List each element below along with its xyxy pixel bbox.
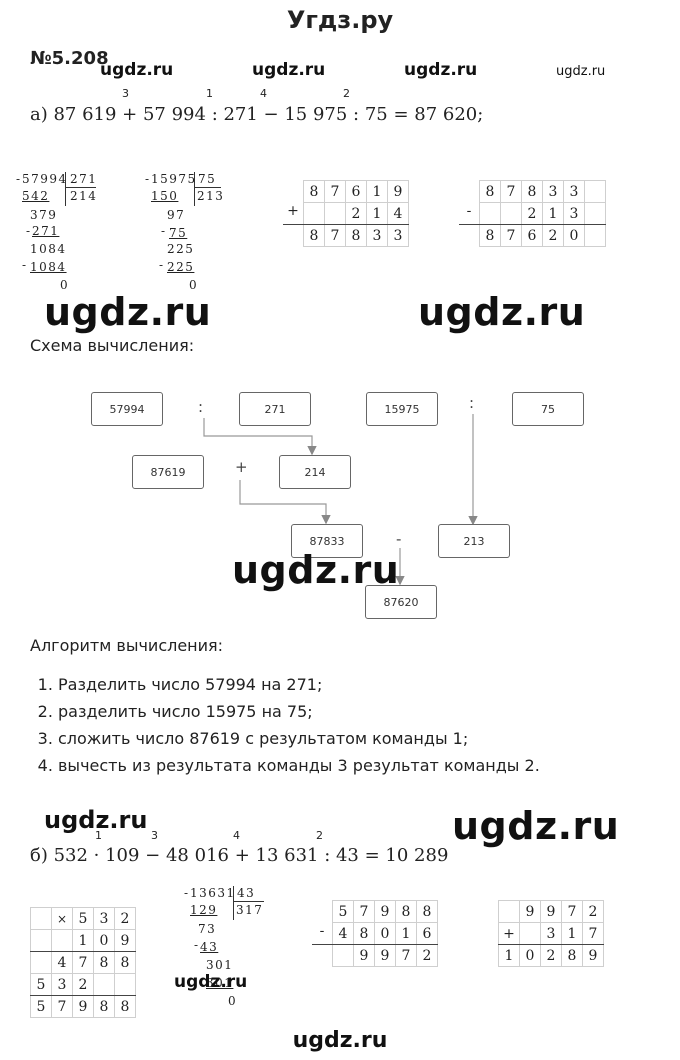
step: 0 — [189, 278, 199, 292]
dividend: 15975 — [151, 172, 197, 186]
scheme-box: 75 — [512, 392, 584, 426]
order-mark: 2 — [343, 87, 350, 100]
quotient: 213 — [197, 189, 225, 203]
step: 1084 — [30, 260, 67, 274]
watermark: ugdz.ru — [44, 806, 148, 834]
scheme-box: 213 — [438, 524, 510, 558]
order-mark: 4 — [260, 87, 267, 100]
scheme-box: 214 — [279, 455, 351, 489]
plus-sign: + — [283, 202, 304, 225]
scheme-op-minus: - — [396, 530, 402, 548]
equation-b: б) 532 · 109 − 48 016 + 13 631 : 43 = 10… — [30, 845, 449, 866]
step: 301 — [206, 958, 234, 972]
algorithm-heading: Алгоритм вычисления: — [30, 636, 224, 655]
algorithm-step: Разделить число 57994 на 271; — [58, 671, 680, 698]
scheme-box: 57994 — [91, 392, 163, 426]
watermark: ugdz.ru — [292, 1028, 388, 1053]
minus-sign: - — [312, 922, 333, 945]
order-mark: 2 — [316, 829, 323, 842]
step: 1084 — [30, 242, 67, 256]
watermark: ugdz.ru — [556, 64, 606, 79]
scheme-box: 87619 — [132, 455, 204, 489]
scheme-arrows — [203, 414, 478, 586]
step: 150 — [151, 189, 179, 203]
divisor: 75 — [198, 172, 217, 186]
task-number: №5.208 — [30, 48, 109, 69]
scheme-box: 15975 — [366, 392, 438, 426]
step: 542 — [22, 189, 50, 203]
site-title: Угдз.ру — [286, 6, 394, 34]
step: 301 — [206, 976, 234, 990]
divisor: 43 — [237, 886, 256, 900]
step: 0 — [228, 994, 238, 1008]
algorithm-step: сложить число 87619 с результатом команд… — [58, 725, 680, 752]
step: 75 — [169, 226, 188, 240]
quotient: 214 — [70, 189, 98, 203]
watermark: ugdz.ru — [100, 60, 174, 80]
scheme-op-divide: : — [469, 394, 475, 412]
times-sign: × — [51, 907, 73, 930]
order-mark: 4 — [233, 829, 240, 842]
dividend: 57994 — [22, 172, 68, 186]
scheme-box: 271 — [239, 392, 311, 426]
scheme-box: 87620 — [365, 585, 437, 619]
step: 0 — [60, 278, 70, 292]
watermark: ugdz.ru — [452, 804, 620, 848]
step: 97 — [167, 208, 186, 222]
step: 225 — [167, 260, 195, 274]
order-mark: 3 — [151, 829, 158, 842]
scheme-box: 87833 — [291, 524, 363, 558]
algorithm-step: разделить число 15975 на 75; — [58, 698, 680, 725]
divisor: 271 — [70, 172, 98, 186]
order-mark: 1 — [95, 829, 102, 842]
step: 43 — [200, 940, 219, 954]
equation-a: а) 87 619 + 57 994 : 271 − 15 975 : 75 =… — [30, 104, 484, 125]
algorithm-step: вычесть из результата команды 3 результа… — [58, 752, 680, 779]
step: 225 — [167, 242, 195, 256]
scheme-heading: Схема вычисления: — [30, 336, 195, 355]
algorithm-list: Разделить число 57994 на 271; разделить … — [28, 671, 680, 779]
step: 129 — [190, 903, 218, 917]
watermark: ugdz.ru — [252, 60, 326, 80]
order-mark: 1 — [206, 87, 213, 100]
minus-sign: - — [459, 202, 480, 225]
scheme-op-divide: : — [198, 398, 204, 416]
order-mark: 3 — [122, 87, 129, 100]
step: 73 — [198, 922, 217, 936]
watermark: ugdz.ru — [404, 60, 478, 80]
watermark: ugdz.ru — [232, 548, 400, 592]
watermark: ugdz.ru — [418, 290, 586, 334]
plus-sign: + — [498, 922, 520, 945]
scheme-op-plus: + — [235, 458, 248, 476]
watermark: ugdz.ru — [44, 290, 212, 334]
dividend: 13631 — [190, 886, 236, 900]
step: 271 — [32, 224, 60, 238]
watermark: ugdz.ru — [174, 972, 248, 992]
quotient: 317 — [236, 903, 264, 917]
step: 379 — [30, 208, 58, 222]
